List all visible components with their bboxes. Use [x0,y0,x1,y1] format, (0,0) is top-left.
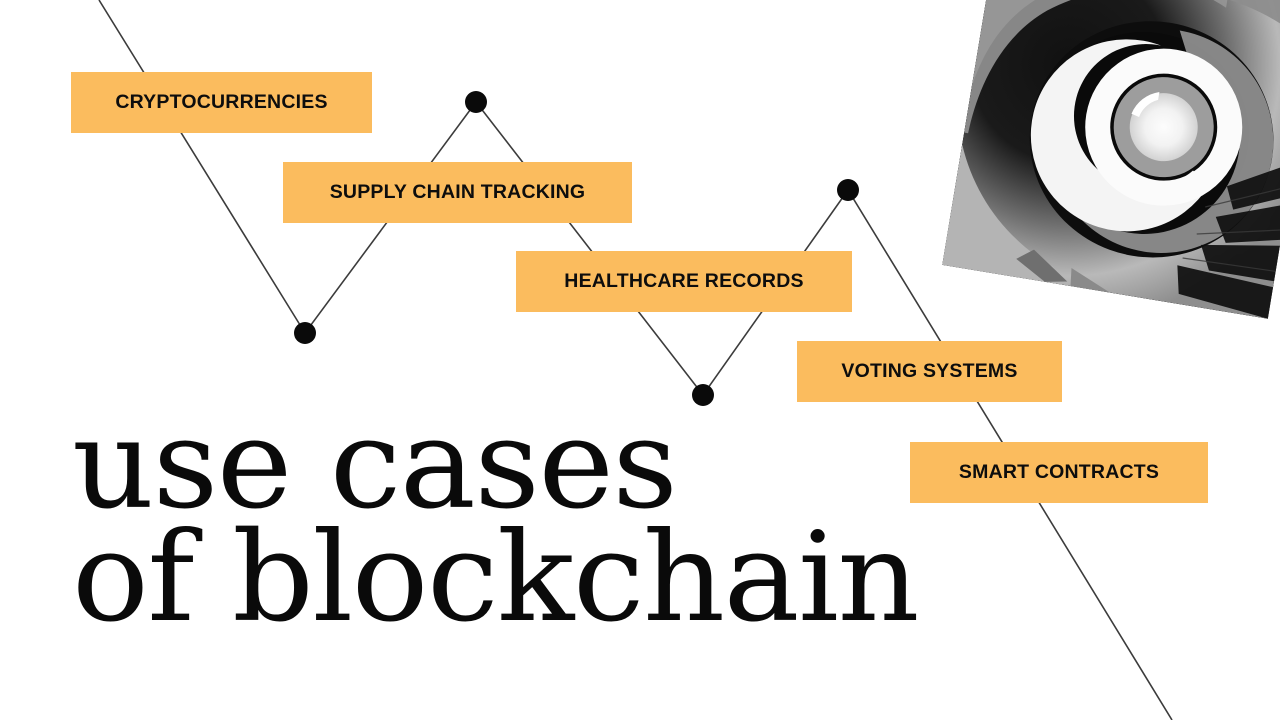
page-title-line-1: use cases [72,393,678,537]
node-dot [465,91,487,113]
use-case-label: VOTING SYSTEMS [841,360,1018,382]
page-title-line-2: of blockchain [72,505,920,650]
use-case-label: SMART CONTRACTS [958,461,1160,483]
use-case-chip-healthcare-records[interactable]: HEALTHCARE RECORDS [516,251,852,312]
spiral-staircase-photo [942,0,1280,319]
node-dot [294,322,316,344]
node-dot [837,179,859,201]
use-case-chip-cryptocurrencies[interactable]: CRYPTOCURRENCIES [71,72,372,133]
use-case-label: SUPPLY CHAIN TRACKING [329,181,586,203]
page-title: use cases of blockchain [72,403,972,639]
use-case-chip-voting-systems[interactable]: VOTING SYSTEMS [797,341,1062,402]
use-case-chip-smart-contracts[interactable]: SMART CONTRACTS [910,442,1208,503]
use-case-label: CRYPTOCURRENCIES [115,91,328,113]
spiral-staircase-image [942,0,1280,319]
use-case-chip-supply-chain-tracking[interactable]: SUPPLY CHAIN TRACKING [283,162,632,223]
use-case-label: HEALTHCARE RECORDS [564,270,804,292]
node-dot [692,384,714,406]
